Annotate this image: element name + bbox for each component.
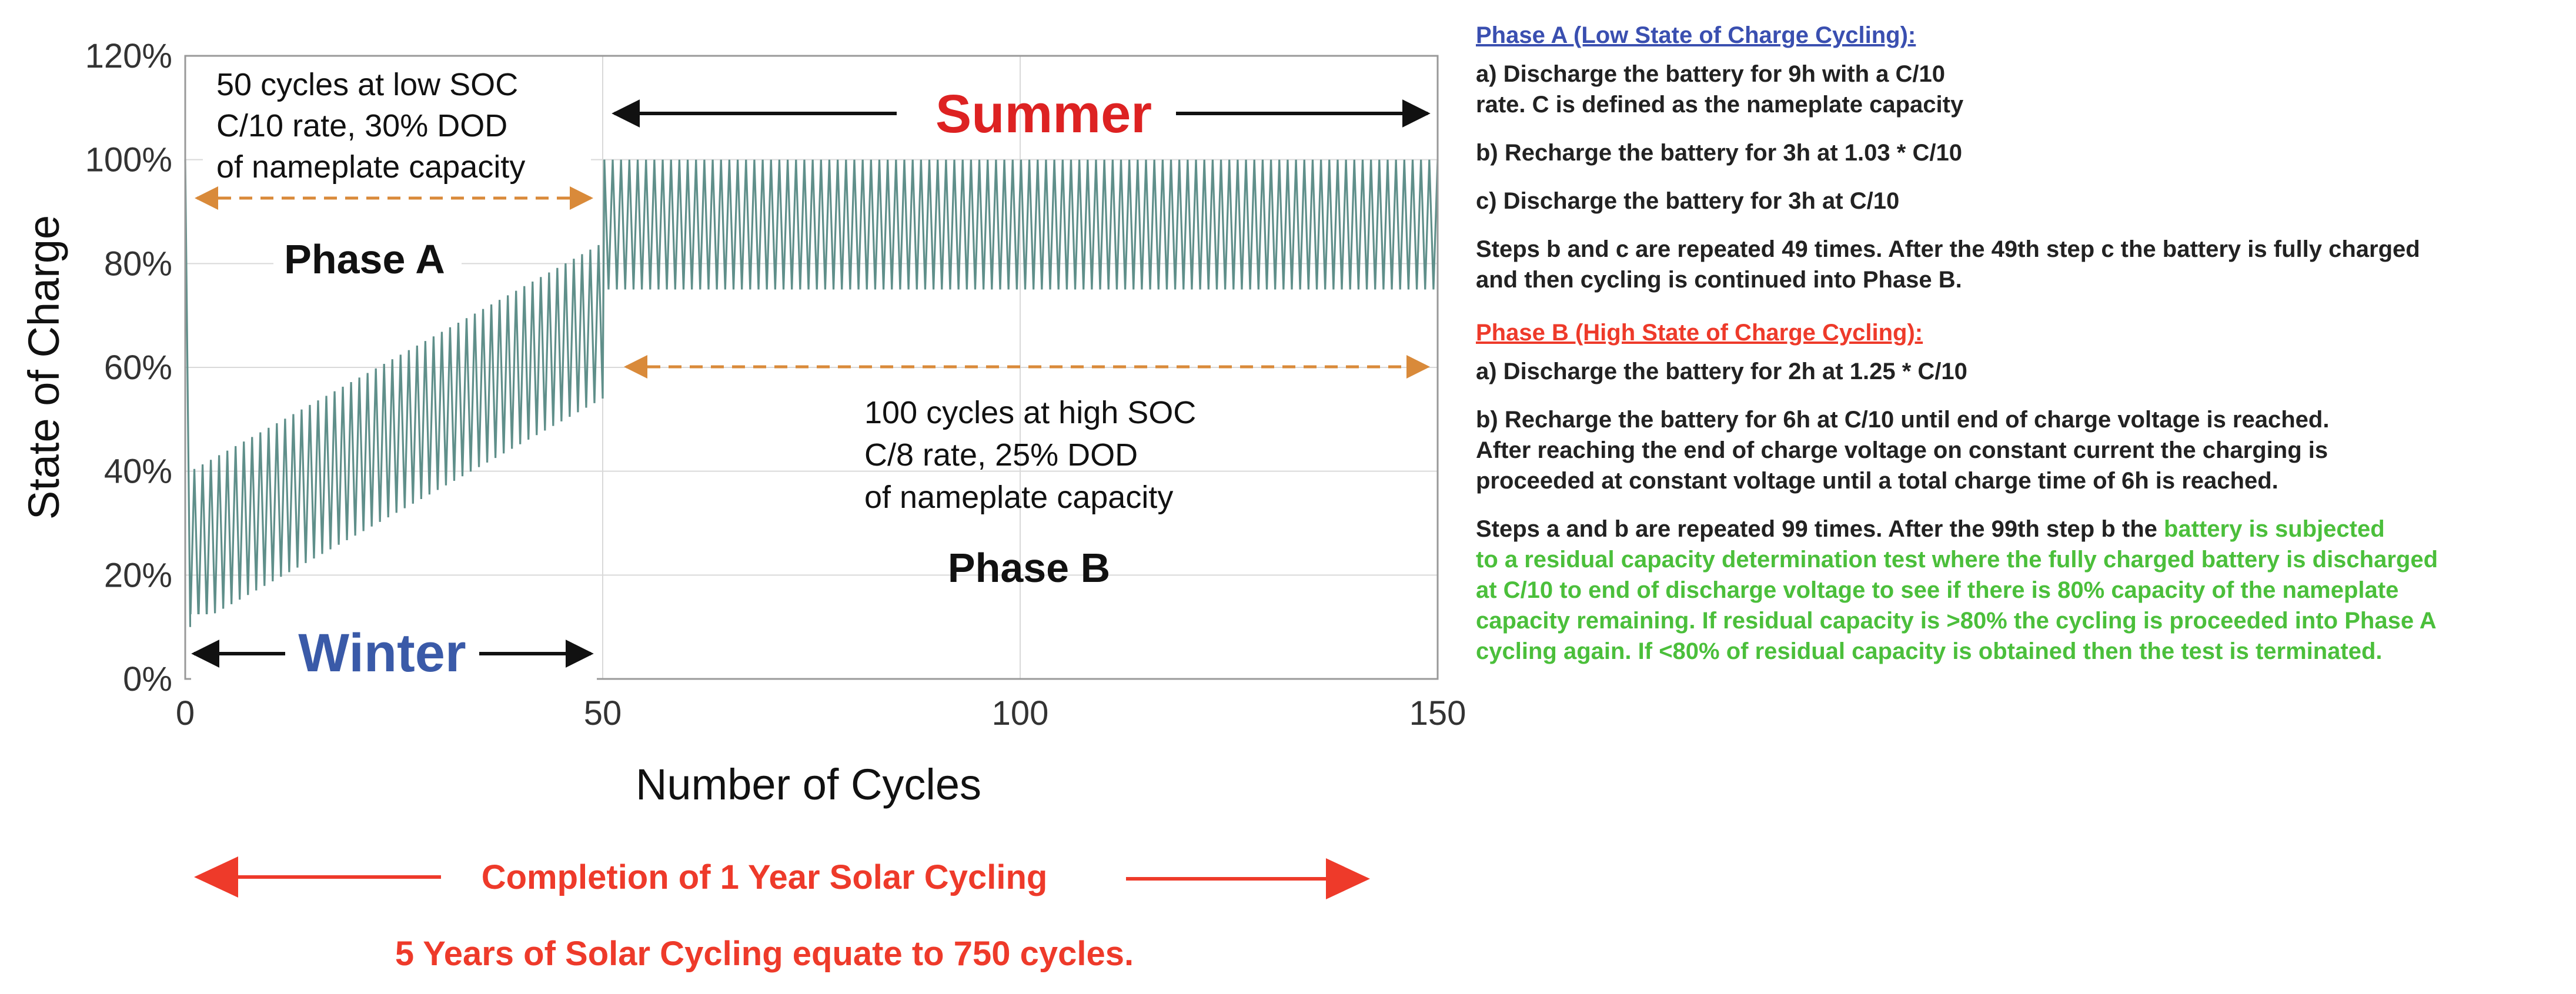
- phase-a-note-line-2: C/10 rate, 30% DOD: [216, 108, 507, 143]
- phase-a-label: Phase A: [284, 236, 445, 282]
- phase-a-steps-line-2: and then cycling is continued into Phase…: [1476, 267, 1962, 293]
- y-tick-label: 60%: [104, 349, 172, 387]
- phase-a-label-background: [273, 229, 462, 288]
- phase-b-step-b-line-1: b) Recharge the battery for 6h at C/10 u…: [1476, 407, 2330, 433]
- phase-b-steps-summary: Steps a and b are repeated 99 times. Aft…: [1476, 514, 2570, 667]
- soc-chart: 0 50 100 150 0% 20% 40% 60% 80% 100% 120% Number …: [19, 37, 1466, 973]
- phase-b-label: Phase B: [948, 545, 1110, 591]
- phase-a-note-line-1: 50 cycles at low SOC: [216, 67, 518, 102]
- phase-b-note-line-1: 100 cycles at high SOC: [864, 395, 1196, 430]
- phase-b-step-b: b) Recharge the battery for 6h at C/10 u…: [1476, 404, 2570, 496]
- phase-a-steps-line-1: Steps b and c are repeated 49 times. Aft…: [1476, 236, 2420, 262]
- phase-a-step-a-line-2: rate. C is defined as the nameplate capa…: [1476, 92, 1964, 118]
- phase-b-note-line-3: of nameplate capacity: [864, 480, 1173, 515]
- x-tick-label: 100: [992, 694, 1049, 732]
- phase-b-step-a: a) Discharge the battery for 2h at 1.25 …: [1476, 359, 1967, 384]
- phase-b-steps-green-text-1: battery is subjected: [2163, 516, 2385, 542]
- phase-b-heading: Phase B (High State of Charge Cycling):: [1476, 320, 1923, 346]
- x-axis-title: Number of Cycles: [636, 760, 981, 809]
- summer-label: Summer: [935, 84, 1152, 144]
- phase-b-step-b-line-3: proceeded at constant voltage until a to…: [1476, 468, 2278, 494]
- phase-b-steps-green-text-5: cycling again. If <80% of residual capac…: [1476, 638, 2383, 664]
- y-tick-label: 0%: [123, 660, 172, 698]
- phase-b-steps-green-text-3: at C/10 to end of discharge voltage to s…: [1476, 577, 2399, 603]
- winter-label: Winter: [298, 623, 466, 683]
- phase-a-step-b: b) Recharge the battery for 3h at 1.03 *…: [1476, 140, 1962, 166]
- phase-b-steps-green-text-4: capacity remaining. If residual capacity…: [1476, 608, 2437, 634]
- test-procedure-notes: Phase A (Low State of Charge Cycling): a…: [1476, 20, 2570, 684]
- phase-a-note-line-3: of nameplate capacity: [216, 149, 525, 185]
- winter-label-background: [191, 614, 597, 688]
- series-phase-b-line: [603, 159, 1439, 290]
- phase-b-note-line-2: C/8 rate, 25% DOD: [864, 437, 1138, 473]
- y-tick-label: 20%: [104, 556, 172, 594]
- y-tick-label: 80%: [104, 245, 172, 283]
- five-years-caption: 5 Years of Solar Cycling equate to 750 c…: [395, 935, 1134, 973]
- y-tick-label: 40%: [104, 453, 172, 491]
- y-axis-title: State of Charge: [19, 215, 68, 520]
- y-axis-ticks: 0% 20% 40% 60% 80% 100% 120%: [85, 37, 172, 698]
- plot-frame: [184, 55, 1439, 680]
- phase-a-step-a-line-1: a) Discharge the battery for 9h with a C…: [1476, 61, 1945, 87]
- phase-a-heading: Phase A (Low State of Charge Cycling):: [1476, 22, 1916, 48]
- completion-arrowhead-left: [194, 856, 238, 898]
- series-phase-a-line: [184, 159, 606, 627]
- phase-b-steps-green-text-2: to a residual capacity determination tes…: [1476, 547, 2438, 573]
- x-axis-ticks: 0 50 100 150: [176, 694, 1466, 732]
- completion-arrowhead-right: [1326, 858, 1370, 899]
- soc-series: [184, 159, 1439, 627]
- x-tick-label: 50: [584, 694, 622, 732]
- y-tick-label: 100%: [85, 141, 172, 179]
- phase-b-step-b-line-2: After reaching the end of charge voltage…: [1476, 437, 2328, 463]
- completion-caption: Completion of 1 Year Solar Cycling: [482, 858, 1048, 896]
- phase-b-steps-black-text: Steps a and b are repeated 99 times. Aft…: [1476, 516, 2164, 542]
- y-tick-label: 120%: [85, 37, 172, 75]
- phase-a-note-background: [203, 59, 591, 191]
- phase-a-step-c: c) Discharge the battery for 3h at C/10: [1476, 188, 1900, 214]
- phase-a-steps-summary: Steps b and c are repeated 49 times. Aft…: [1476, 234, 2570, 295]
- phase-a-step-a: a) Discharge the battery for 9h with a C…: [1476, 59, 2570, 120]
- x-tick-label: 0: [176, 694, 195, 732]
- x-tick-label: 150: [1409, 694, 1466, 732]
